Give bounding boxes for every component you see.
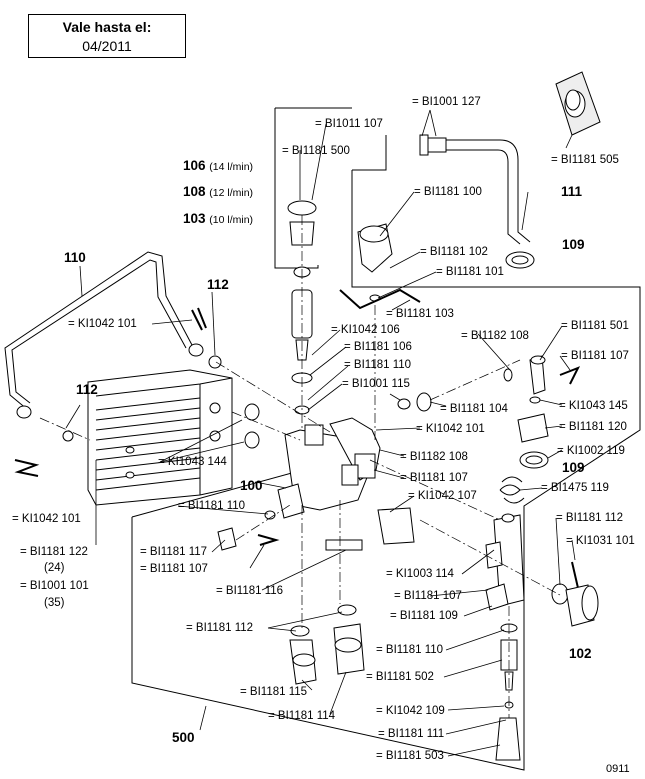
part-code-label: = BI1181 501 bbox=[561, 320, 629, 332]
leader-lines bbox=[65, 109, 576, 757]
part-code-label: = BI1181 102 bbox=[420, 246, 488, 258]
part-code-label: = KI1042 101 bbox=[416, 423, 485, 435]
assembly-500-outline bbox=[131, 286, 641, 771]
cartridge-503-stack bbox=[495, 623, 521, 761]
pipe-110 bbox=[4, 251, 204, 419]
clip-112 bbox=[191, 307, 207, 331]
ring-109-top bbox=[505, 251, 535, 269]
flow-variant-103: 103 (10 l/min) bbox=[183, 211, 254, 226]
pipe-111 bbox=[419, 134, 531, 245]
validity-date: 04/2011 bbox=[82, 38, 132, 54]
fitting-114 bbox=[333, 604, 365, 675]
seal-144-a bbox=[244, 403, 260, 421]
part-code-label: = BI1181 110 bbox=[376, 644, 444, 656]
part-code-label: = KI1031 101 bbox=[566, 535, 635, 547]
part-code-label: = BI1181 116 bbox=[216, 585, 284, 597]
seal-115 bbox=[397, 398, 411, 410]
part-code-label: = BI1001 115 bbox=[342, 378, 410, 390]
part-code-label: = BI1181 500 bbox=[282, 145, 350, 157]
part-code-label: = BI1181 112 bbox=[556, 512, 624, 524]
connector-115 bbox=[416, 392, 432, 412]
assembly-111-label: 111 bbox=[561, 184, 583, 199]
clip-102 bbox=[571, 561, 579, 589]
part-code-label: = KI1003 114 bbox=[386, 568, 454, 580]
assembly-102-label: 102 bbox=[569, 646, 592, 661]
seal-112 bbox=[62, 430, 74, 442]
sensor-part bbox=[357, 223, 393, 302]
seal-144-b bbox=[244, 431, 260, 449]
part-code-label: = BI1181 107 bbox=[400, 472, 468, 484]
valve-group-501 bbox=[503, 355, 549, 443]
part-code-label: = BI1001 101 bbox=[20, 580, 89, 592]
small-valve-parts bbox=[217, 483, 415, 551]
part-code-label: = BI1181 505 bbox=[551, 154, 619, 166]
clip-top bbox=[339, 288, 421, 310]
part-code-label: = BI1181 114 bbox=[268, 710, 336, 722]
part-code-label: = BI1181 117 bbox=[140, 546, 208, 558]
clip-lower bbox=[257, 534, 280, 546]
assembly-100-label: 100 bbox=[240, 478, 263, 493]
part-code-label: = KI1002 119 bbox=[557, 445, 625, 457]
part-code-label: = BI1181 503 bbox=[376, 750, 444, 762]
flow-variant-108: 108 (12 l/min) bbox=[183, 184, 254, 199]
part-code-label: = BI1181 110 bbox=[178, 500, 246, 512]
part-code-label: = BI1181 112 bbox=[186, 622, 254, 634]
assembly-500-outline-upper bbox=[131, 467, 311, 518]
part-code-suffix: (24) bbox=[44, 562, 65, 574]
part-code-label: = BI1181 103 bbox=[386, 308, 454, 320]
validity-title: Vale hasta el: bbox=[62, 19, 152, 35]
part-code-label: = KI1042 107 bbox=[408, 490, 477, 502]
part-code-label: = BI1181 502 bbox=[366, 671, 434, 683]
validity-box: Vale hasta el: 04/2011 bbox=[28, 14, 186, 58]
assembly-axes bbox=[39, 215, 561, 718]
plate-heat-exchanger bbox=[87, 369, 233, 506]
part-code-label: = BI1181 122 bbox=[20, 546, 88, 558]
assembly-109-label-b: 109 bbox=[562, 460, 585, 475]
bracket-111-box bbox=[351, 170, 550, 288]
assembly-500-label: 500 bbox=[172, 730, 195, 745]
drawing-code: 0911 bbox=[606, 763, 630, 775]
part-code-suffix: (35) bbox=[44, 597, 65, 609]
part-code-label: = BI1182 108 bbox=[400, 451, 468, 463]
part-code-label: = KI1043 144 bbox=[158, 456, 227, 468]
seal-112b bbox=[208, 355, 222, 369]
clip-left bbox=[14, 459, 40, 477]
part-code-label: = BI1181 111 bbox=[378, 728, 445, 740]
part-code-label: = KI1042 109 bbox=[376, 705, 445, 717]
part-code-label: = BI1181 101 bbox=[436, 266, 504, 278]
part-code-label: = BI1181 120 bbox=[559, 421, 627, 433]
part-code-label: = BI1182 108 bbox=[461, 330, 529, 342]
bracket-top-link bbox=[352, 135, 387, 171]
part-code-label: = BI1011 107 bbox=[315, 118, 383, 130]
part-code-label: = KI1042 101 bbox=[12, 513, 81, 525]
part-code-label: = BI1181 109 bbox=[390, 610, 458, 622]
ring-109-mid bbox=[519, 451, 549, 469]
part-code-label: = BI1181 100 bbox=[414, 186, 482, 198]
assembly-112-label-a: 112 bbox=[207, 277, 229, 292]
connector-102 bbox=[551, 583, 599, 627]
assembly-109-label-a: 109 bbox=[562, 237, 585, 252]
part-code-label: = KI1042 106 bbox=[331, 324, 400, 336]
part-code-label: = BI1181 104 bbox=[440, 403, 508, 415]
part-code-label: = KI1042 101 bbox=[68, 318, 137, 330]
part-code-label: = BI1475 119 bbox=[541, 482, 609, 494]
assembly-110-label: 110 bbox=[64, 250, 86, 265]
assembly-112-label-b: 112 bbox=[76, 382, 98, 397]
o-ring-pack bbox=[555, 71, 601, 136]
fitting-115 bbox=[289, 625, 317, 685]
part-code-label: = BI1001 127 bbox=[412, 96, 481, 108]
part-code-label: = BI1181 106 bbox=[344, 341, 412, 353]
valve-body-lower bbox=[485, 513, 525, 611]
part-code-label: = BI1181 107 bbox=[394, 590, 462, 602]
part-code-label: = BI1181 107 bbox=[140, 563, 208, 575]
flow-variant-106: 106 (14 l/min) bbox=[183, 158, 254, 173]
part-code-label: = BI1181 115 bbox=[240, 686, 308, 698]
clip-right bbox=[559, 366, 581, 385]
part-code-label: = BI1181 107 bbox=[561, 350, 629, 362]
part-code-label: = KI1043 145 bbox=[559, 400, 628, 412]
part-code-label: = BI1181 110 bbox=[344, 359, 412, 371]
